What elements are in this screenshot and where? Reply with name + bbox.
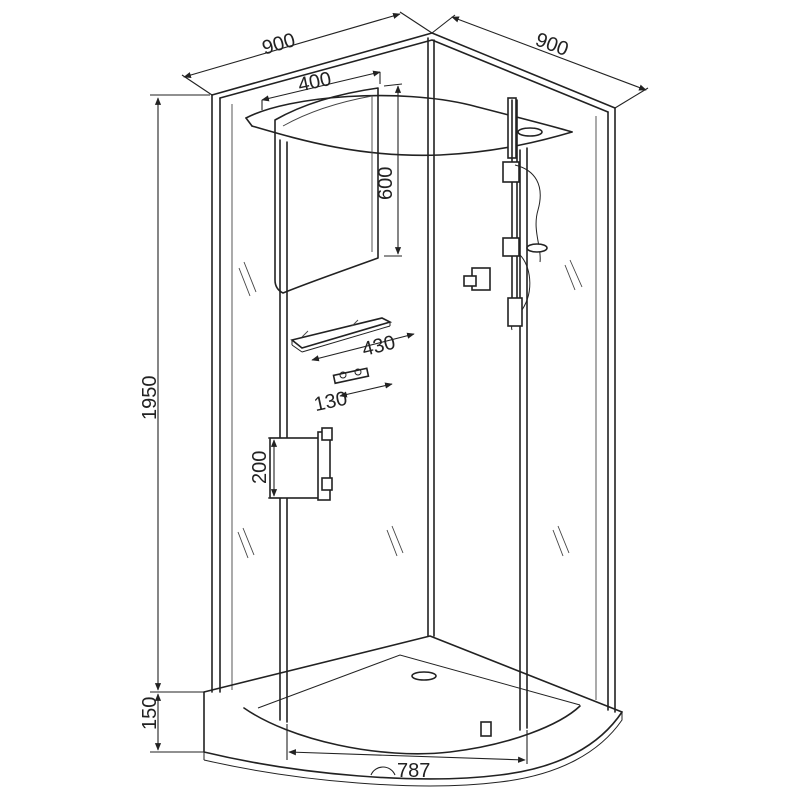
dim-width-right: 900 <box>532 29 571 61</box>
small-shelf <box>332 367 370 385</box>
mixer-control <box>463 267 491 291</box>
dim-seat-height: 200 <box>249 451 271 484</box>
shower-tray <box>203 635 623 787</box>
dim-shelf-width: 430 <box>360 332 398 361</box>
dim-door-width-group: 787 <box>370 760 430 782</box>
arc-symbol-icon <box>370 766 396 776</box>
shower-set <box>502 97 548 331</box>
dim-door-width: 787 <box>397 760 430 782</box>
dim-cabin-height: 1950 <box>139 376 161 421</box>
dim-window-height: 600 <box>375 167 397 200</box>
sliding-door <box>231 104 597 731</box>
folding-seat <box>269 427 333 501</box>
dim-window-width: 400 <box>296 68 333 96</box>
cabin-frame <box>211 32 616 713</box>
back-window <box>274 87 379 294</box>
dim-width-left: 900 <box>260 29 298 59</box>
dim-tray-height: 150 <box>139 697 161 730</box>
dim-small-shelf-width: 130 <box>312 388 349 416</box>
glass-reflections <box>237 259 583 559</box>
dimension-lines <box>150 11 649 764</box>
